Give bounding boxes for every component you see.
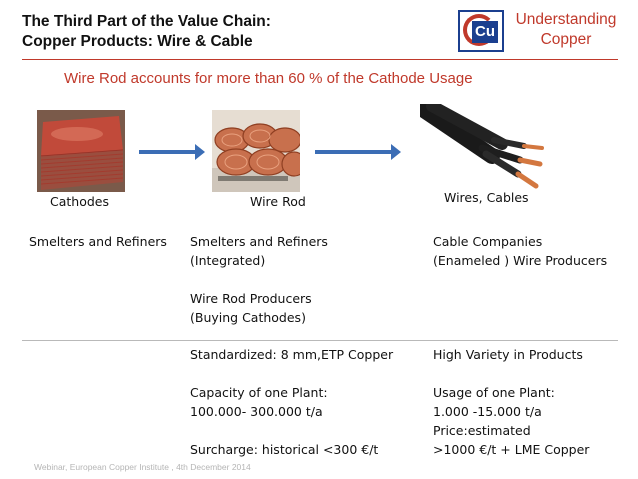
cu-logo: Cu (458, 10, 504, 52)
col2-line-1: Smelters and Refiners (190, 234, 328, 249)
caption-cathodes: Cathodes (50, 194, 109, 209)
col3-line-8: >1000 €/t + LME Copper (433, 442, 590, 457)
cathodes-image (37, 110, 125, 192)
brand-line-1: Understanding (515, 11, 617, 28)
slide-subtitle: Wire Rod accounts for more than 60 % of … (64, 70, 473, 87)
arrow-cathodes-to-wirerod (139, 144, 205, 160)
col2-line-6: Capacity of one Plant: (190, 385, 328, 400)
col2-bottom-text: Standardized: 8 mm,ETP Copper Capacity o… (190, 345, 393, 459)
col2-line-3: Wire Rod Producers (190, 291, 312, 306)
caption-wire-rod: Wire Rod (250, 194, 306, 209)
title-line-1: The Third Part of the Value Chain: (22, 13, 271, 30)
wire-rod-image (212, 110, 300, 192)
col3-line-7: 1.000 -15.000 t/a (433, 404, 542, 419)
brand-line-2: Copper (540, 31, 592, 48)
brand-text: Understanding Copper (502, 10, 630, 50)
slide-title: The Third Part of the Value Chain: Coppe… (22, 12, 271, 52)
col3-top-text: Cable Companies (Enameled ) Wire Produce… (433, 232, 607, 270)
col2-top-text: Smelters and Refiners (Integrated) Wire … (190, 232, 328, 327)
col3-bottom-text: High Variety in Products Usage of one Pl… (433, 345, 589, 459)
col1-line-1: Smelters and Refiners (29, 234, 167, 249)
section-divider (22, 340, 618, 341)
logo-c-mark (463, 14, 495, 46)
title-line-2: Copper Products: Wire & Cable (22, 33, 253, 50)
col3-line-2: (Enameled ) Wire Producers (433, 253, 608, 268)
col2-line-2: (Integrated) (190, 253, 266, 268)
caption-wires-cables: Wires, Cables (444, 190, 529, 205)
cables-image (420, 104, 544, 190)
col1-text: Smelters and Refiners (29, 232, 167, 251)
col3-line-1: Cable Companies (433, 234, 543, 249)
col3-line-5: High Variety in Products (433, 347, 583, 362)
footer-text: Webinar, European Copper Institute , 4th… (34, 462, 251, 472)
col2-line-4: (Buying Cathodes) (190, 310, 306, 325)
arrow-wirerod-to-cables (315, 144, 401, 160)
col3-line-6: Usage of one Plant: (433, 385, 555, 400)
col2-line-5: Standardized: 8 mm,ETP Copper (190, 347, 394, 362)
col3-line-7b: Price:estimated (433, 423, 531, 438)
col2-line-7: 100.000- 300.000 t/a (190, 404, 323, 419)
header-divider (22, 59, 618, 60)
col2-line-8: Surcharge: historical <300 €/t (190, 442, 379, 457)
logo-cu-text: Cu (472, 21, 498, 43)
